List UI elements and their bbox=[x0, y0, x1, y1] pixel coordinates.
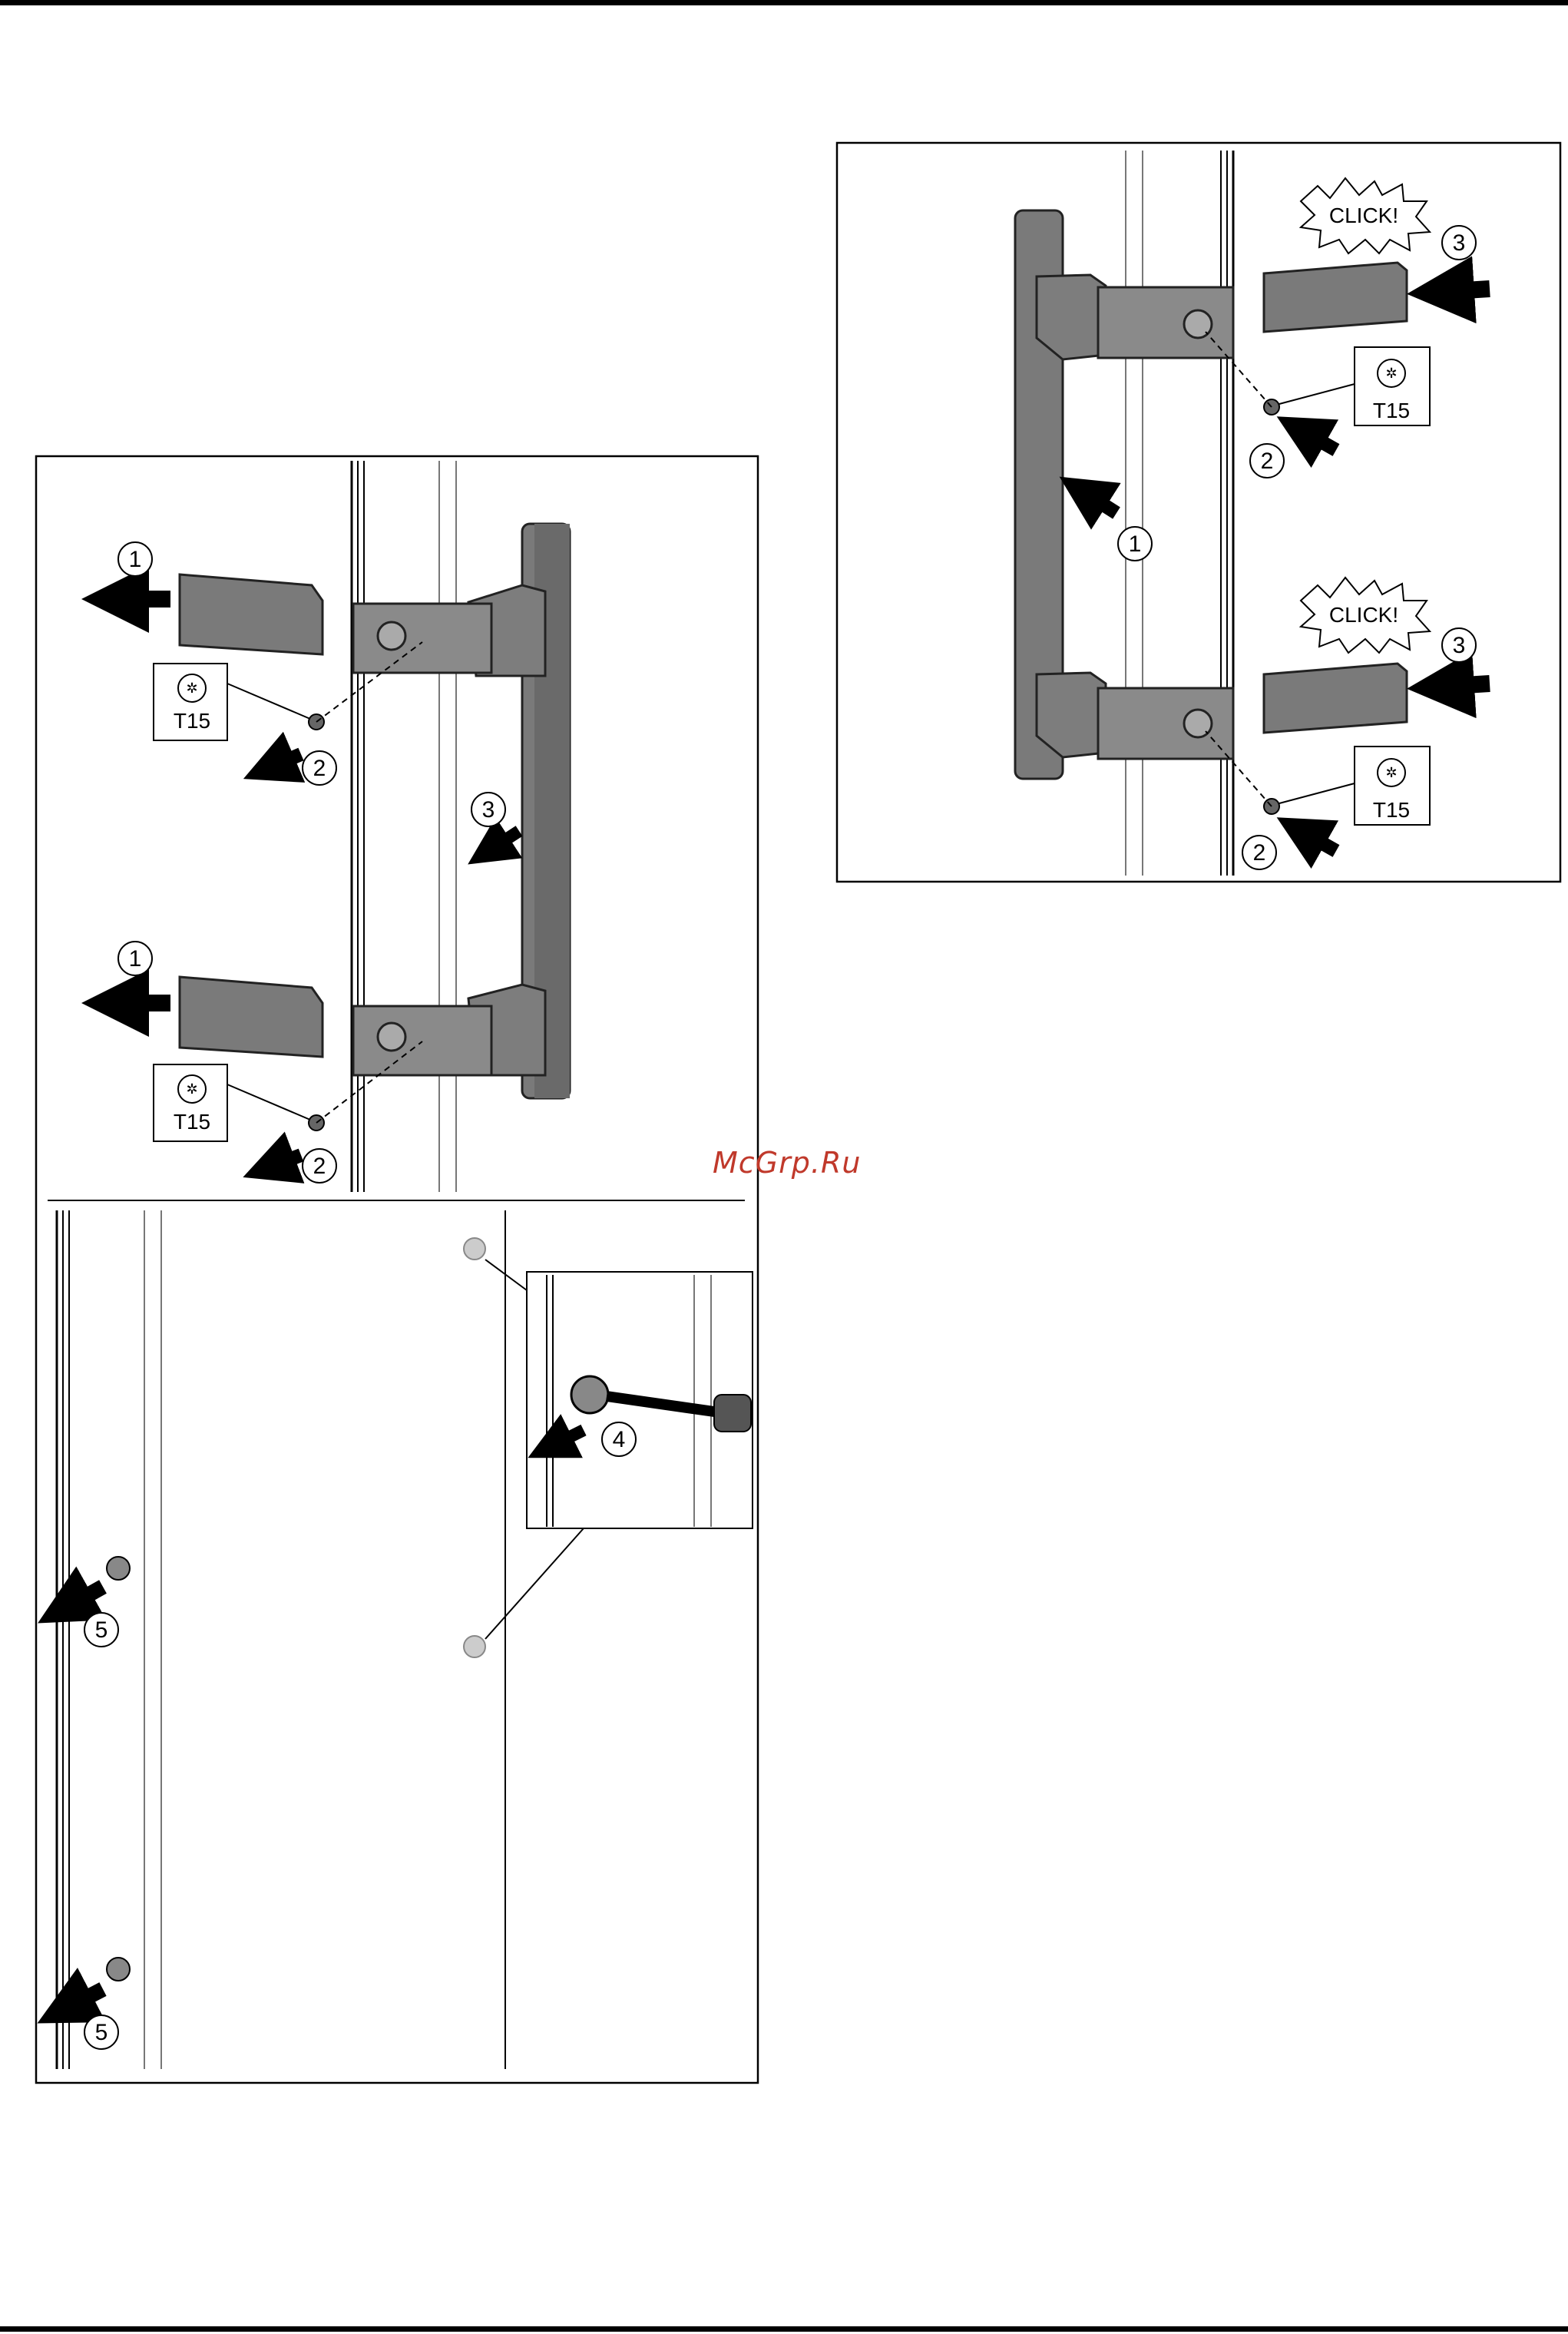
step-marker: 3 bbox=[1442, 628, 1476, 662]
svg-text:2: 2 bbox=[313, 756, 326, 781]
svg-text:✲: ✲ bbox=[1385, 366, 1397, 382]
svg-text:4: 4 bbox=[613, 1427, 626, 1452]
watermark: McGrp.Ru bbox=[713, 1146, 861, 1180]
click-label-bottom: CLICK! bbox=[1329, 603, 1398, 627]
step-marker: 4 bbox=[602, 1422, 636, 1456]
svg-text:3: 3 bbox=[1453, 230, 1466, 256]
svg-text:5: 5 bbox=[95, 2020, 108, 2045]
step-marker: 1 bbox=[1118, 527, 1152, 561]
step-marker: 2 bbox=[303, 1149, 336, 1183]
install-figure: ✲ T15 ✲ T15 CLICK! CLICK! 1 2 3 bbox=[837, 143, 1560, 882]
tool-label-t15-bottom-left: T15 bbox=[174, 1110, 210, 1134]
step-marker: 2 bbox=[1250, 444, 1284, 478]
svg-text:✲: ✲ bbox=[1385, 765, 1397, 781]
tool-label-t15-top-left: T15 bbox=[174, 709, 210, 733]
svg-text:5: 5 bbox=[95, 1617, 108, 1643]
svg-text:2: 2 bbox=[1253, 840, 1266, 866]
svg-text:1: 1 bbox=[129, 946, 142, 972]
click-label-top: CLICK! bbox=[1329, 204, 1398, 227]
svg-text:2: 2 bbox=[1261, 449, 1274, 474]
svg-text:2: 2 bbox=[313, 1154, 326, 1179]
step-marker: 5 bbox=[84, 2015, 118, 2049]
step-marker: 5 bbox=[84, 1613, 118, 1647]
svg-text:✲: ✲ bbox=[186, 680, 197, 697]
svg-text:✲: ✲ bbox=[186, 1081, 197, 1097]
removal-figure: ✲ T15 ✲ T15 1 2 3 1 bbox=[36, 456, 758, 2083]
step-marker: 3 bbox=[1442, 226, 1476, 260]
step-marker: 1 bbox=[118, 942, 152, 975]
svg-text:3: 3 bbox=[482, 797, 495, 823]
tool-label-t15-bottom-right: T15 bbox=[1373, 798, 1410, 822]
tool-label-t15-top-right: T15 bbox=[1373, 399, 1410, 422]
step-marker: 2 bbox=[1242, 836, 1276, 869]
svg-text:1: 1 bbox=[129, 547, 142, 572]
step-marker: 2 bbox=[303, 751, 336, 785]
svg-text:1: 1 bbox=[1129, 531, 1142, 557]
step-marker: 1 bbox=[118, 542, 152, 576]
svg-text:3: 3 bbox=[1453, 633, 1466, 658]
step-marker: 3 bbox=[471, 793, 505, 826]
